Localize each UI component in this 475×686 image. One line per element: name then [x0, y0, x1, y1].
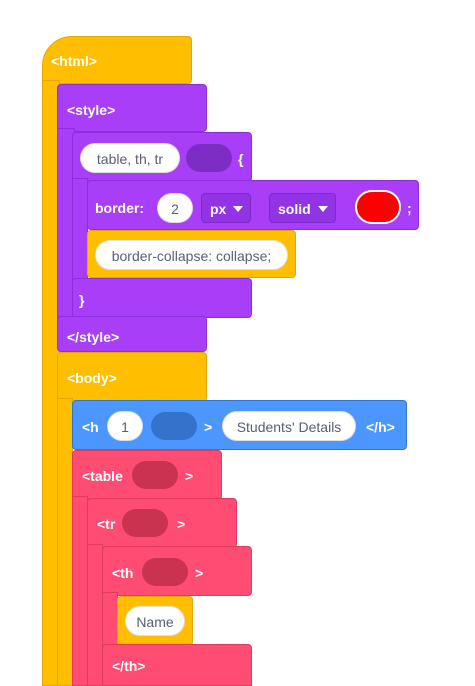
- th-gt-label: >: [195, 565, 204, 581]
- th-attribute-slot[interactable]: [142, 558, 188, 586]
- border-color-swatch[interactable]: [355, 190, 401, 224]
- brace-open-label: {: [238, 151, 244, 167]
- border-collapse-input[interactable]: border-collapse: collapse;: [95, 240, 288, 270]
- th-close-label: </th>: [112, 658, 146, 674]
- border-width-input[interactable]: 2: [157, 193, 193, 223]
- heading-level-input[interactable]: 1: [107, 411, 143, 441]
- heading-open-label: <h: [82, 419, 99, 435]
- border-property-label: border:: [95, 200, 144, 216]
- tr-attribute-slot[interactable]: [122, 509, 168, 537]
- table-gt-label: >: [185, 468, 194, 484]
- brace-close-block: [72, 278, 252, 318]
- border-style-value: solid: [278, 201, 311, 217]
- tr-block-arm: [87, 544, 103, 686]
- html-block[interactable]: [42, 36, 192, 84]
- style-open-label: <style>: [67, 102, 116, 118]
- tr-open-label: <tr: [97, 516, 116, 532]
- heading-gt-label: >: [204, 419, 213, 435]
- semicolon-label: ;: [407, 200, 412, 216]
- selector-input[interactable]: table, th, tr: [80, 143, 180, 173]
- heading-close-label: </h>: [366, 419, 395, 435]
- border-unit-value: px: [210, 201, 227, 217]
- body-block-arm: [57, 398, 73, 686]
- table-block-arm: [72, 496, 88, 686]
- style-close-label: </style>: [67, 329, 120, 345]
- border-style-dropdown[interactable]: solid: [269, 193, 336, 223]
- style-close-block: [57, 316, 207, 352]
- table-open-label: <table: [82, 468, 123, 484]
- th-text-input[interactable]: Name: [125, 606, 185, 636]
- border-unit-dropdown[interactable]: px: [201, 193, 251, 223]
- th-block-arm: [102, 592, 118, 648]
- th-open-label: <th: [112, 565, 134, 581]
- chevron-down-icon: [233, 206, 244, 213]
- brace-close-label: }: [79, 292, 85, 308]
- chevron-down-icon: [317, 206, 328, 213]
- table-attribute-slot[interactable]: [132, 461, 178, 489]
- heading-attribute-slot[interactable]: [151, 412, 197, 440]
- heading-text-input[interactable]: Students' Details: [222, 411, 356, 441]
- body-open-label: <body>: [67, 370, 117, 386]
- html-open-label: <html>: [51, 53, 97, 69]
- selector-attribute-slot[interactable]: [186, 144, 232, 172]
- style-block[interactable]: [57, 84, 207, 132]
- tr-gt-label: >: [177, 516, 186, 532]
